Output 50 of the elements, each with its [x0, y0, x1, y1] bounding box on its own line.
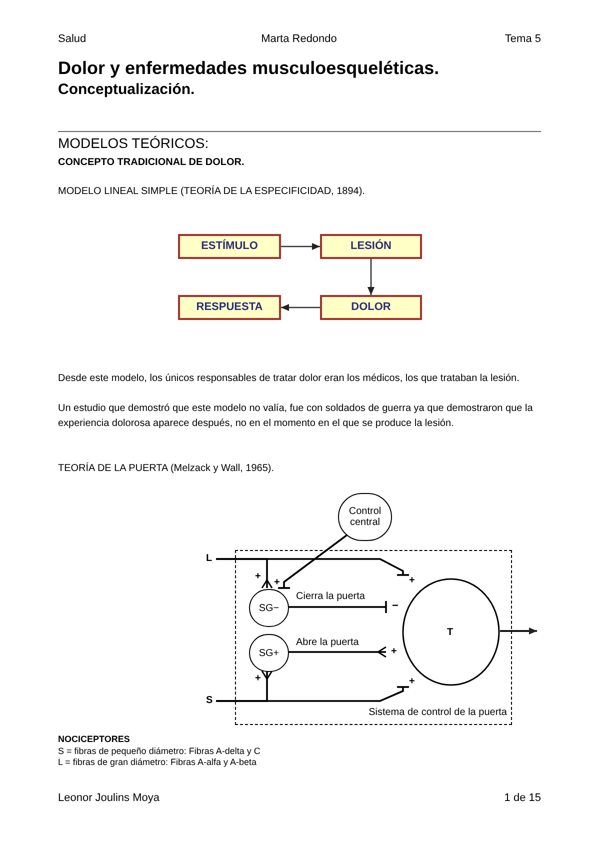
frame-label: Sistema de control de la puerta — [368, 706, 507, 720]
text-label: CONCEPTO TRADICIONAL DE DOLOR. — [58, 156, 244, 170]
text-label: TEORÍA DE LA PUERTA (Melzack y Wall, 1965). — [58, 461, 274, 476]
node-label: Control central — [348, 506, 382, 528]
arrow — [367, 259, 375, 295]
paragraph: Un estudio que demostró que este modelo no valía, fue con soldados de guerra ya que demostraron que la experiencia dolorosa aparece después, no en el momento en el que se produce la lesión. — [58, 402, 534, 431]
synapse-sign: + — [391, 645, 397, 659]
box-label: RESPUESTA — [196, 300, 263, 316]
synapse-sign: + — [255, 570, 261, 584]
text-label: NOCICEPTORES — [58, 733, 130, 746]
nerve-connector — [216, 558, 273, 589]
edge-label: Abre la puerta — [296, 636, 359, 650]
text-label: MODELO LINEAL SIMPLE (TEORÍA DE LA ESPECIFICIDAD, 1894). — [58, 184, 365, 199]
text-label: 1 de 15 — [503, 791, 541, 806]
process-box — [320, 234, 422, 259]
node-label: T — [447, 626, 454, 640]
edge-label: Cierra la puerta — [296, 590, 365, 604]
nerve-connector — [288, 600, 387, 614]
node-label: SG+ — [258, 648, 280, 658]
text-label: Leonor Joulins Moya — [58, 791, 160, 806]
text-label: Conceptualización. — [58, 80, 195, 100]
line-label: S — [206, 694, 216, 708]
nerve-connector — [277, 534, 348, 589]
text-label: Salud — [58, 32, 86, 47]
synapse-sign: + — [274, 576, 280, 590]
text-label: MODELOS TEÓRICOS: — [58, 134, 209, 153]
nerve-connector — [288, 646, 387, 658]
text-label: S = fibras de pequeño diámetro: Fibras A-delta y C — [58, 745, 260, 758]
box-label: DOLOR — [351, 300, 391, 316]
dashed-frame — [235, 550, 512, 725]
node-label: SG− — [258, 602, 280, 614]
box-label: ESTÍMULO — [201, 238, 258, 254]
synapse-sign: − — [392, 599, 398, 614]
arrow — [281, 304, 320, 312]
arrow — [281, 242, 320, 250]
process-box — [178, 295, 281, 320]
title: Dolor y enfermedades musculoesqueléticas. — [58, 57, 440, 80]
arrow — [500, 627, 537, 635]
paragraph: Desde este modelo, los únicos responsables de tratar dolor eran los médicos, los que trataban la lesión. — [58, 372, 520, 386]
line-label: L — [206, 552, 216, 566]
synapse-sign: + — [409, 574, 415, 588]
process-box — [178, 234, 281, 259]
text-label: Tema 5 — [504, 32, 541, 47]
synapse-sign: + — [255, 672, 261, 686]
box-label: LESIÓN — [350, 238, 392, 254]
nerve-connector — [216, 670, 273, 702]
text-label: L = fibras de gran diámetro: Fibras A-alfa y A-beta — [58, 756, 257, 769]
synapse-sign: + — [409, 675, 415, 689]
process-box — [320, 295, 422, 320]
text-label: Marta Redondo — [260, 32, 338, 47]
